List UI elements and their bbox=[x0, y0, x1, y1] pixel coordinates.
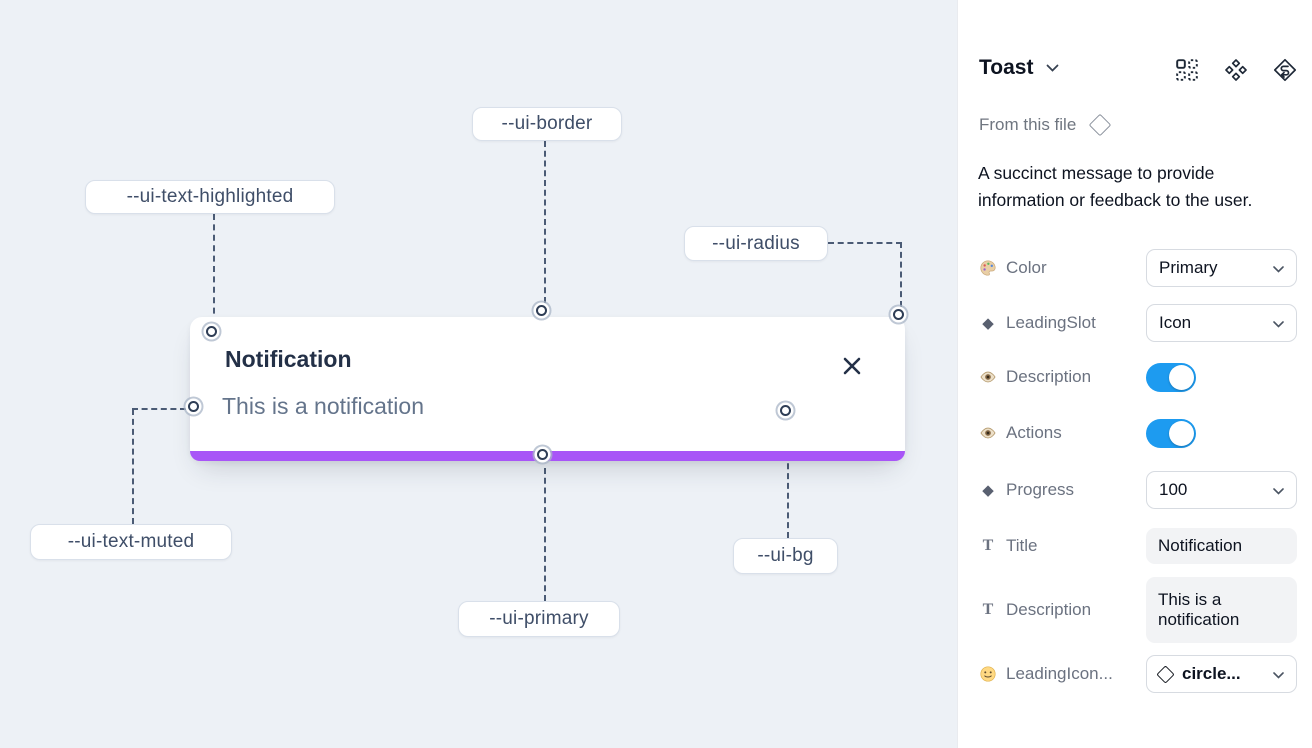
chevron-down-icon bbox=[1046, 59, 1059, 77]
close-icon[interactable] bbox=[841, 355, 863, 377]
source-indicator: From this file bbox=[979, 113, 1112, 137]
diamond-outline-icon bbox=[1156, 664, 1175, 684]
connector-line bbox=[213, 214, 215, 324]
smiley-icon bbox=[979, 665, 997, 683]
prop-label-leadingslot: LeadingSlot bbox=[1006, 313, 1096, 332]
prop-row-color: Color Primary bbox=[979, 249, 1297, 287]
diamond-icon: ◆ bbox=[982, 482, 994, 499]
properties-panel: Toast bbox=[957, 0, 1312, 748]
prop-row-progress: ◆ Progress 100 bbox=[979, 471, 1297, 509]
swap-s-icon[interactable] bbox=[1273, 58, 1297, 82]
toast-component-preview: Notification This is a notification bbox=[190, 317, 905, 461]
toggle-knob bbox=[1169, 420, 1194, 446]
leadingslot-select[interactable]: Icon bbox=[1146, 304, 1297, 342]
progress-select[interactable]: 100 bbox=[1146, 471, 1297, 509]
prop-row-leadingicon: LeadingIcon... circle... bbox=[979, 655, 1297, 693]
connector-line bbox=[544, 468, 546, 601]
leadingicon-select[interactable]: circle... bbox=[1146, 655, 1297, 693]
css-var-label-ui-radius: --ui-radius bbox=[684, 226, 828, 261]
prop-row-title: T Title Notification bbox=[979, 527, 1297, 565]
title-input[interactable]: Notification bbox=[1146, 528, 1297, 564]
progress-select-value: 100 bbox=[1159, 480, 1188, 499]
prop-label-color: Color bbox=[1006, 258, 1047, 277]
color-select[interactable]: Primary bbox=[1146, 249, 1297, 287]
source-label: From this file bbox=[979, 115, 1077, 134]
connector-line bbox=[132, 409, 134, 524]
chevron-down-icon bbox=[1273, 313, 1284, 333]
css-var-label-ui-primary: --ui-primary bbox=[458, 601, 620, 637]
css-var-label-ui-border: --ui-border bbox=[472, 107, 622, 141]
diamond-icon: ◆ bbox=[982, 315, 994, 332]
description-toggle[interactable] bbox=[1146, 362, 1196, 392]
text-icon: T bbox=[982, 537, 994, 554]
toast-title: Notification bbox=[225, 346, 352, 372]
eye-icon bbox=[979, 368, 997, 386]
css-var-label-ui-text-muted: --ui-text-muted bbox=[30, 524, 232, 560]
connector-line bbox=[900, 242, 902, 307]
prop-row-leadingslot: ◆ LeadingSlot Icon bbox=[979, 304, 1297, 342]
connector-dot bbox=[537, 449, 548, 460]
color-select-value: Primary bbox=[1159, 258, 1218, 277]
prop-label-progress: Progress bbox=[1006, 480, 1075, 499]
css-var-label-ui-bg: --ui-bg bbox=[733, 538, 838, 574]
description-input[interactable]: This is a notification bbox=[1146, 577, 1297, 643]
diamond-outline-icon bbox=[1088, 113, 1112, 137]
chevron-down-icon bbox=[1273, 664, 1284, 684]
component-description: A succinct message to provide informatio… bbox=[978, 163, 1253, 210]
prop-label-title: Title bbox=[1006, 536, 1038, 555]
panel-title: Toast bbox=[979, 56, 1034, 79]
leadingslot-select-value: Icon bbox=[1159, 313, 1192, 332]
palette-icon bbox=[979, 259, 997, 277]
connector-line bbox=[132, 408, 186, 410]
prop-row-description-text: T Description This is a notification bbox=[979, 577, 1297, 643]
css-var-label-ui-text-highlighted: --ui-text-highlighted bbox=[85, 180, 335, 214]
chevron-down-icon bbox=[1273, 480, 1284, 500]
connector-line bbox=[787, 424, 789, 538]
prop-label-description: Description bbox=[1006, 367, 1092, 386]
connector-line bbox=[828, 242, 902, 244]
connector-dot bbox=[893, 309, 904, 320]
prop-label-leadingicon: LeadingIcon... bbox=[1006, 664, 1113, 683]
leadingicon-select-value: circle... bbox=[1182, 664, 1241, 683]
connector-dot bbox=[780, 405, 791, 416]
actions-toggle[interactable] bbox=[1146, 418, 1196, 448]
connector-dot bbox=[536, 305, 547, 316]
variants-icon[interactable] bbox=[1175, 58, 1199, 82]
toast-description: This is a notification bbox=[222, 393, 424, 419]
prop-label-description-text: Description bbox=[1006, 600, 1092, 619]
prop-label-actions: Actions bbox=[1006, 423, 1062, 442]
toggle-knob bbox=[1169, 364, 1194, 390]
text-icon: T bbox=[982, 601, 994, 618]
component-selector[interactable]: Toast bbox=[979, 56, 1059, 80]
connector-line bbox=[544, 141, 546, 303]
component-diamonds-icon[interactable] bbox=[1224, 58, 1248, 82]
eye-icon bbox=[979, 424, 997, 442]
component-doc-canvas: --ui-border --ui-text-highlighted --ui-r… bbox=[0, 0, 957, 748]
prop-row-actions-toggle: Actions bbox=[979, 416, 1297, 450]
chevron-down-icon bbox=[1273, 258, 1284, 278]
connector-dot bbox=[188, 401, 199, 412]
prop-row-description-toggle: Description bbox=[979, 360, 1297, 394]
connector-dot bbox=[206, 326, 217, 337]
